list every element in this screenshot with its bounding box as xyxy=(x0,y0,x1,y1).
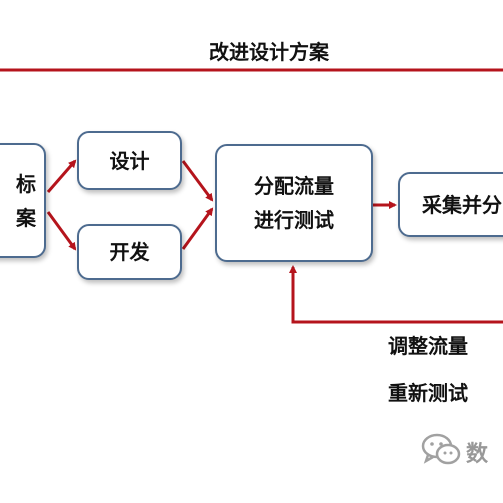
arrow-left-to-develop xyxy=(46,211,77,251)
arrow-develop-to-traffic xyxy=(181,207,214,250)
bottom-feedback-line xyxy=(289,265,503,324)
design-box: 设计 xyxy=(77,131,182,190)
traffic-box-line-2: 进行测试 xyxy=(254,208,334,232)
watermark-text: 数 xyxy=(466,442,489,467)
bottom-feedback-line-1: 调整流量 xyxy=(388,334,468,358)
develop-box: 开发 xyxy=(77,224,182,280)
traffic-box-line-1: 分配流量 xyxy=(254,174,334,198)
arrow-left-to-design xyxy=(46,159,77,193)
left-process-box: 标 案 xyxy=(0,143,46,258)
top-feedback-label: 改进设计方案 xyxy=(209,40,329,64)
develop-box-label: 开发 xyxy=(109,240,150,264)
wechat-icon xyxy=(421,433,461,465)
design-box-label: 设计 xyxy=(109,148,150,173)
left-box-line-1: 标 xyxy=(16,171,36,196)
arrow-design-to-traffic xyxy=(181,160,214,202)
collect-box-label: 采集并分 xyxy=(422,192,502,217)
left-box-line-2: 案 xyxy=(16,205,36,230)
collect-analyze-box: 采集并分 xyxy=(398,172,503,237)
bottom-feedback-label: 调整流量 重新测试 xyxy=(388,330,468,406)
bottom-feedback-line-2: 重新测试 xyxy=(388,381,468,405)
watermark: 数 xyxy=(420,430,503,480)
traffic-test-box: 分配流量 进行测试 xyxy=(215,144,373,262)
